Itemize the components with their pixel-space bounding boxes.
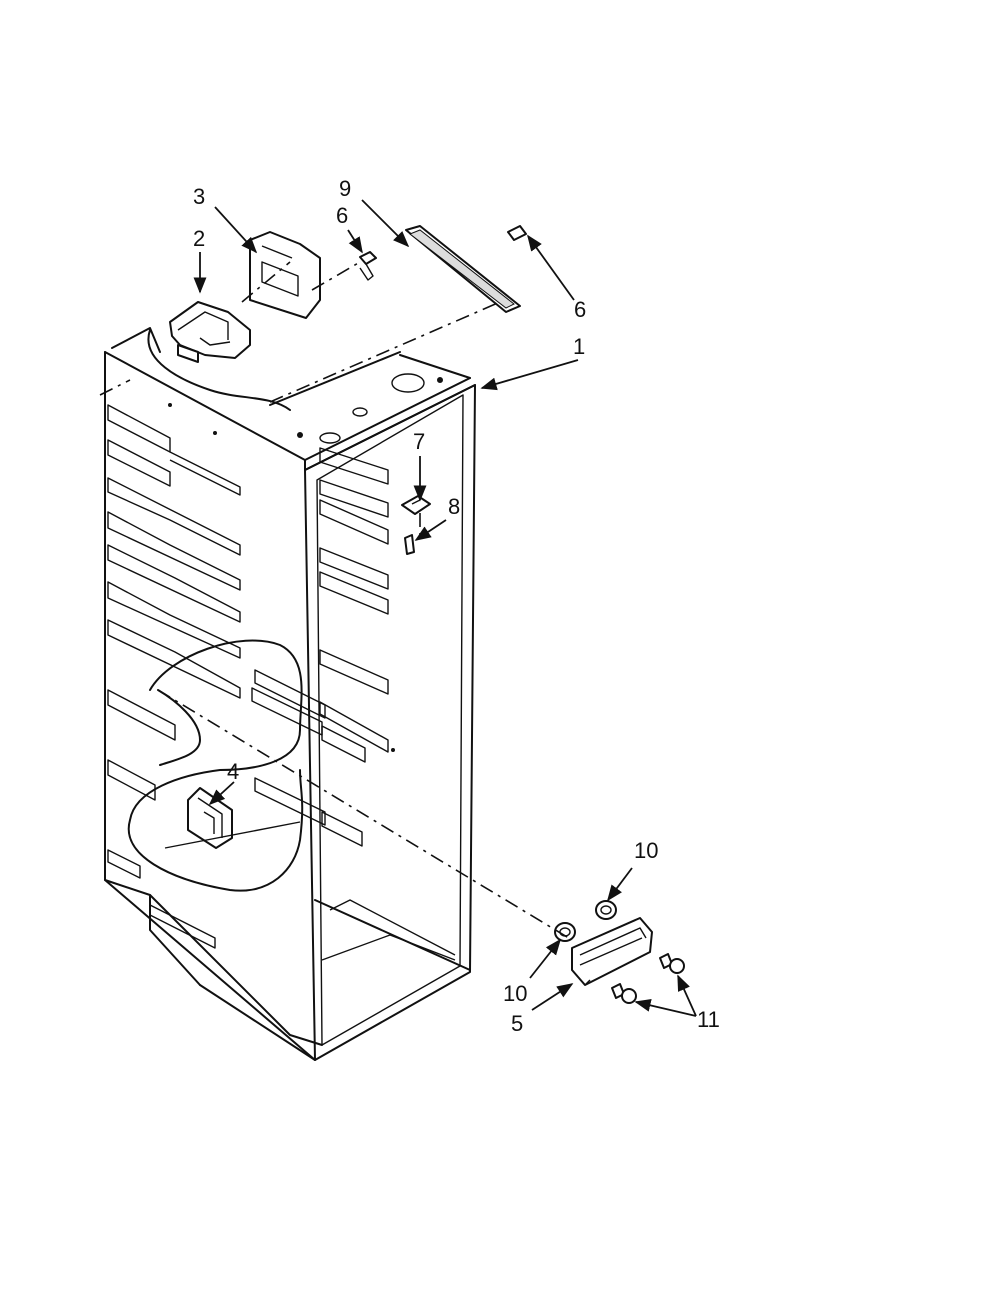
bracket-cover-part [249,231,321,319]
callout-5: 5 [511,1011,523,1036]
cutaway-outlines [127,329,304,892]
clip-part [401,495,431,515]
alignment-lines [99,261,573,941]
callout-8: 8 [448,494,460,519]
callout-6-upper: 6 [336,203,348,228]
screw-part-lower-a [659,953,685,974]
handle-bracket-part [571,917,653,986]
callout-10-upper: 10 [634,838,658,863]
liner-cabinet [104,327,476,1061]
gasket-strip-part [405,225,521,313]
left-wall-shelf-rails [107,403,241,949]
screw-part-mid [404,534,415,555]
spacer-part-upper [595,900,617,920]
screw-part-upper [359,251,377,281]
callout-9: 9 [339,176,351,201]
callout-3: 3 [193,184,205,209]
control-housing-part [169,301,251,363]
callout-11: 11 [697,1007,720,1032]
leader-arrows [193,199,697,1017]
callout-6-right: 6 [574,297,586,322]
callout-1: 1 [573,334,585,359]
right-wall-shelf-rails [251,447,395,847]
callout-4: 4 [227,759,239,784]
callout-2: 2 [193,226,205,251]
callout-10-lower: 10 [503,981,527,1006]
callout-7: 7 [413,429,425,454]
screw-part-lower-b [611,983,637,1004]
hinge-bracket-part [164,787,301,849]
screw-part-right [507,225,527,241]
